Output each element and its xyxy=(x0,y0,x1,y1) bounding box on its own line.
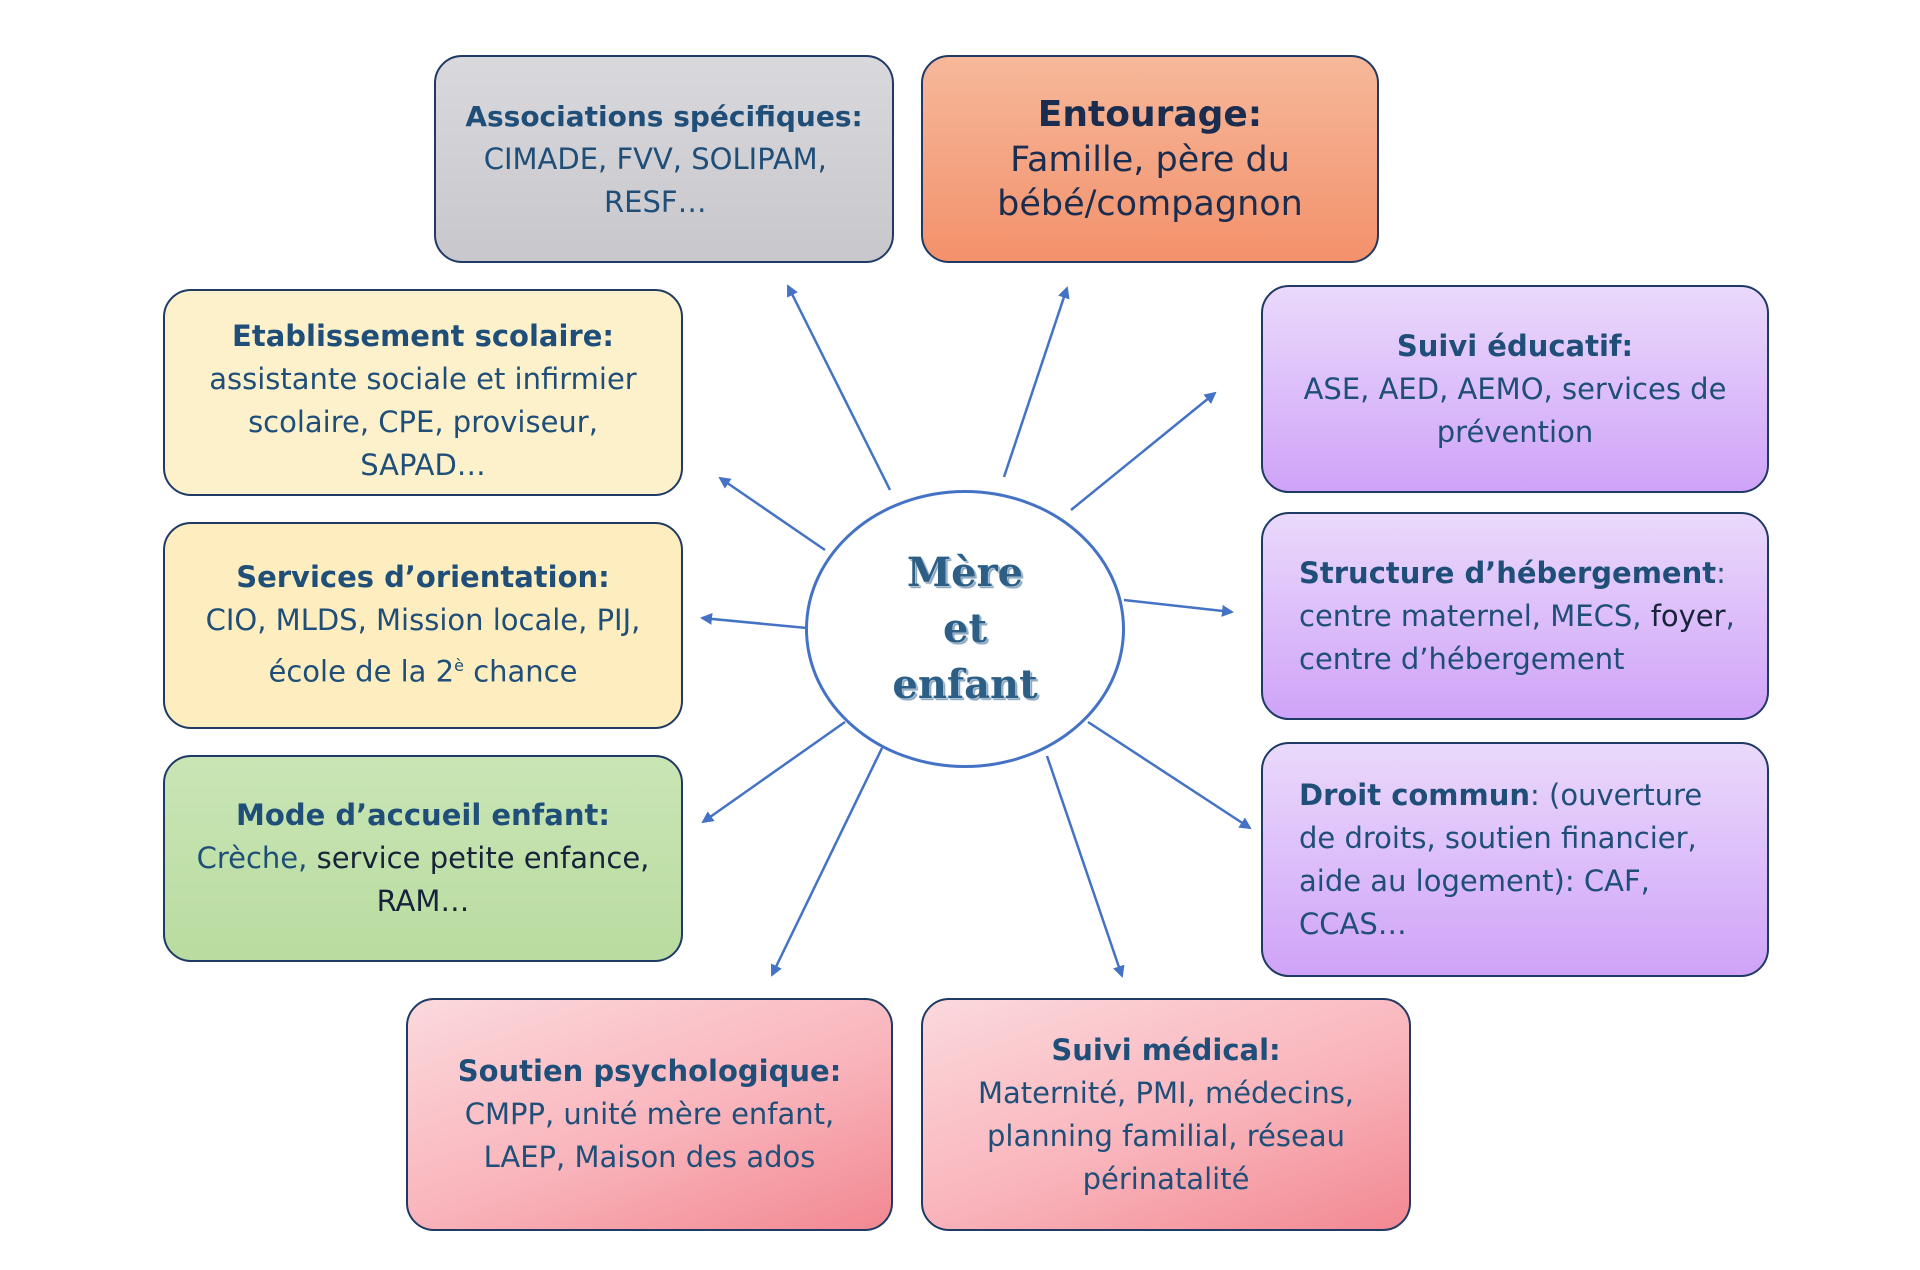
box-title: Etablissement scolaire: xyxy=(232,319,614,353)
box-title: Droit commun xyxy=(1299,777,1531,812)
box-entourage: Entourage: Famille, père du bébé/compagn… xyxy=(921,55,1379,263)
box-title: Associations spécifiques: xyxy=(465,99,863,133)
box-soutien-psychologique: Soutien psychologique: CMPP, unité mère … xyxy=(406,998,893,1231)
box-title: Soutien psychologique: xyxy=(457,1054,842,1088)
box-body: centre maternel, MECS, foyer, centre d’h… xyxy=(1299,595,1739,681)
box-mode-accueil-enfant: Mode d’accueil enfant: Crèche, service p… xyxy=(163,755,683,962)
box-title: Suivi médical: xyxy=(1051,1032,1281,1067)
box-title: Suivi éducatif: xyxy=(1396,328,1634,363)
box-suivi-educatif: Suivi éducatif: ASE, AED, AEMO, services… xyxy=(1261,285,1769,493)
body-text: foyer xyxy=(1650,598,1726,633)
box-body: Maternité, PMI, médecins, planning famil… xyxy=(977,1075,1355,1196)
box-body: ASE, AED, AEMO, services de prévention xyxy=(1303,371,1727,449)
box-body: CMPP, unité mère enfant, LAEP, Maison de… xyxy=(464,1097,835,1174)
center-node: Mère et enfant xyxy=(805,490,1125,768)
body-text: service petite enfance, RAM… xyxy=(307,841,650,918)
box-body: : (ouverture de droits, soutien financie… xyxy=(1299,777,1703,941)
arrow-to-suivi-medical xyxy=(1045,755,1125,978)
box-services-orientation: Services d’orientation: CIO, MLDS, Missi… xyxy=(163,522,683,729)
box-content: Droit commun: (ouverture de droits, sout… xyxy=(1299,774,1739,946)
arrow-to-mode-accueil xyxy=(701,720,846,824)
arrow-to-structure-hebergement xyxy=(1123,598,1234,617)
arrow-to-droit-commun xyxy=(1087,720,1252,830)
body-text: Crèche, xyxy=(196,841,308,875)
arrow-to-etablissement xyxy=(718,476,826,552)
arrow-to-soutien-psy xyxy=(770,747,884,977)
body-text: , centre d’hébergement xyxy=(1299,598,1735,676)
box-body-line2: école de la 2è chance xyxy=(206,642,641,696)
box-structure-hebergement: Structure d’hébergement: centre maternel… xyxy=(1261,512,1769,720)
box-title: Entourage: xyxy=(1037,94,1263,135)
title-suffix: : xyxy=(1716,555,1726,590)
box-body: CIMADE, FVV, SOLIPAM, RESF… xyxy=(483,141,827,219)
arrow-to-services-orientation xyxy=(700,612,808,630)
box-droit-commun: Droit commun: (ouverture de droits, sout… xyxy=(1261,742,1769,977)
arrow-to-suivi-educatif xyxy=(1070,391,1217,511)
box-title: Structure d’hébergement xyxy=(1299,555,1717,590)
body-text: chance xyxy=(463,654,578,689)
box-body-line1: CIO, MLDS, Mission locale, PIJ, xyxy=(205,602,641,637)
box-title-line: Structure d’hébergement: xyxy=(1299,552,1739,595)
box-suivi-medical: Suivi médical: Maternité, PMI, médecins,… xyxy=(921,998,1411,1231)
box-body: Famille, père du bébé/compagnon xyxy=(997,140,1303,224)
box-associations-specifiques: Associations spécifiques: CIMADE, FVV, S… xyxy=(434,55,894,263)
arrow-to-entourage xyxy=(1002,286,1070,478)
superscript: è xyxy=(454,655,464,675)
box-body: assistante sociale et infirmier scolaire… xyxy=(209,362,637,482)
body-text: centre maternel, MECS, xyxy=(1299,598,1651,633)
box-etablissement-scolaire: Etablissement scolaire: assistante socia… xyxy=(163,289,683,496)
box-title: Services d’orientation: xyxy=(236,559,610,594)
center-label: Mère et enfant xyxy=(892,549,1038,708)
body-text: école de la 2 xyxy=(268,654,455,689)
box-body: Crèche, service petite enfance, RAM… xyxy=(193,837,653,923)
box-title: Mode d’accueil enfant: xyxy=(236,798,610,832)
arrow-to-associations xyxy=(786,284,892,491)
